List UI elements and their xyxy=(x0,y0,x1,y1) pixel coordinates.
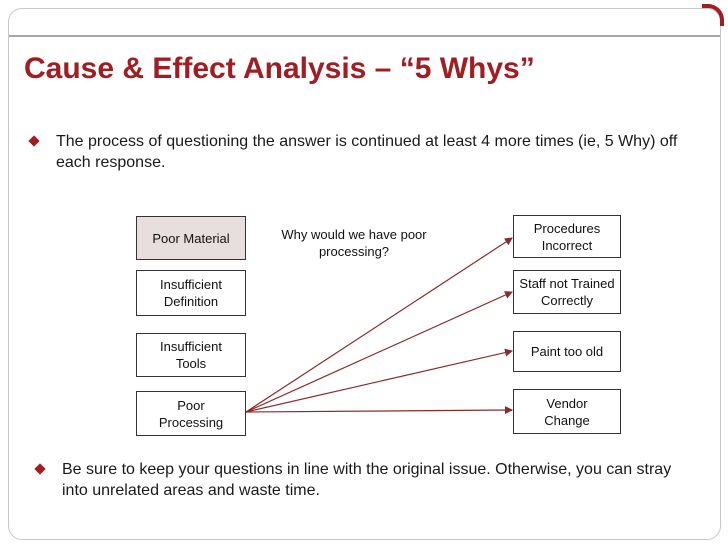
effect-box-paint-too-old: Paint too old xyxy=(513,331,621,372)
header-rule xyxy=(9,35,720,37)
diamond-bullet-icon xyxy=(34,463,46,475)
effect-label: Vendor Change xyxy=(544,395,590,428)
bullet-item: Be sure to keep your questions in line w… xyxy=(34,459,706,509)
effect-label: Staff not Trained Correctly xyxy=(519,276,615,308)
cause-box-poor-processing: Poor Processing xyxy=(136,391,246,436)
cause-label: Insufficient Tools xyxy=(160,339,222,371)
cause-box-insufficient-definition: Insufficient Definition xyxy=(136,270,246,316)
corner-accent xyxy=(702,4,724,26)
effect-box-staff-not-trained: Staff not Trained Correctly xyxy=(513,270,621,314)
bullet-text: Be sure to keep your questions in line w… xyxy=(62,461,672,499)
arrow-to-procedures-incorrect xyxy=(245,237,513,413)
cause-label: Poor Processing xyxy=(158,397,224,430)
bullet-item: The process of questioning the answer is… xyxy=(28,131,700,181)
slide-frame xyxy=(8,8,721,540)
effect-label: Procedures Incorrect xyxy=(533,220,601,253)
arrow-to-vendor-change xyxy=(245,406,513,415)
why-question: Why would we have poor processing? xyxy=(281,227,427,259)
effect-label: Paint too old xyxy=(530,344,604,359)
cause-label: Insufficient Definition xyxy=(160,277,222,309)
effect-box-vendor-change: Vendor Change xyxy=(513,389,621,434)
slide-title: Cause & Effect Analysis – “5 Whys” xyxy=(24,52,535,85)
cause-label: Poor Material xyxy=(152,230,230,246)
cause-box-poor-material: Poor Material xyxy=(136,216,246,260)
cause-box-insufficient-tools: Insufficient Tools xyxy=(136,333,246,377)
bullet-text: The process of questioning the answer is… xyxy=(56,133,678,171)
effect-box-procedures-incorrect: Procedures Incorrect xyxy=(513,215,621,258)
arrow-to-staff-not-trained xyxy=(245,291,513,413)
arrow-to-paint-too-old xyxy=(245,348,513,413)
